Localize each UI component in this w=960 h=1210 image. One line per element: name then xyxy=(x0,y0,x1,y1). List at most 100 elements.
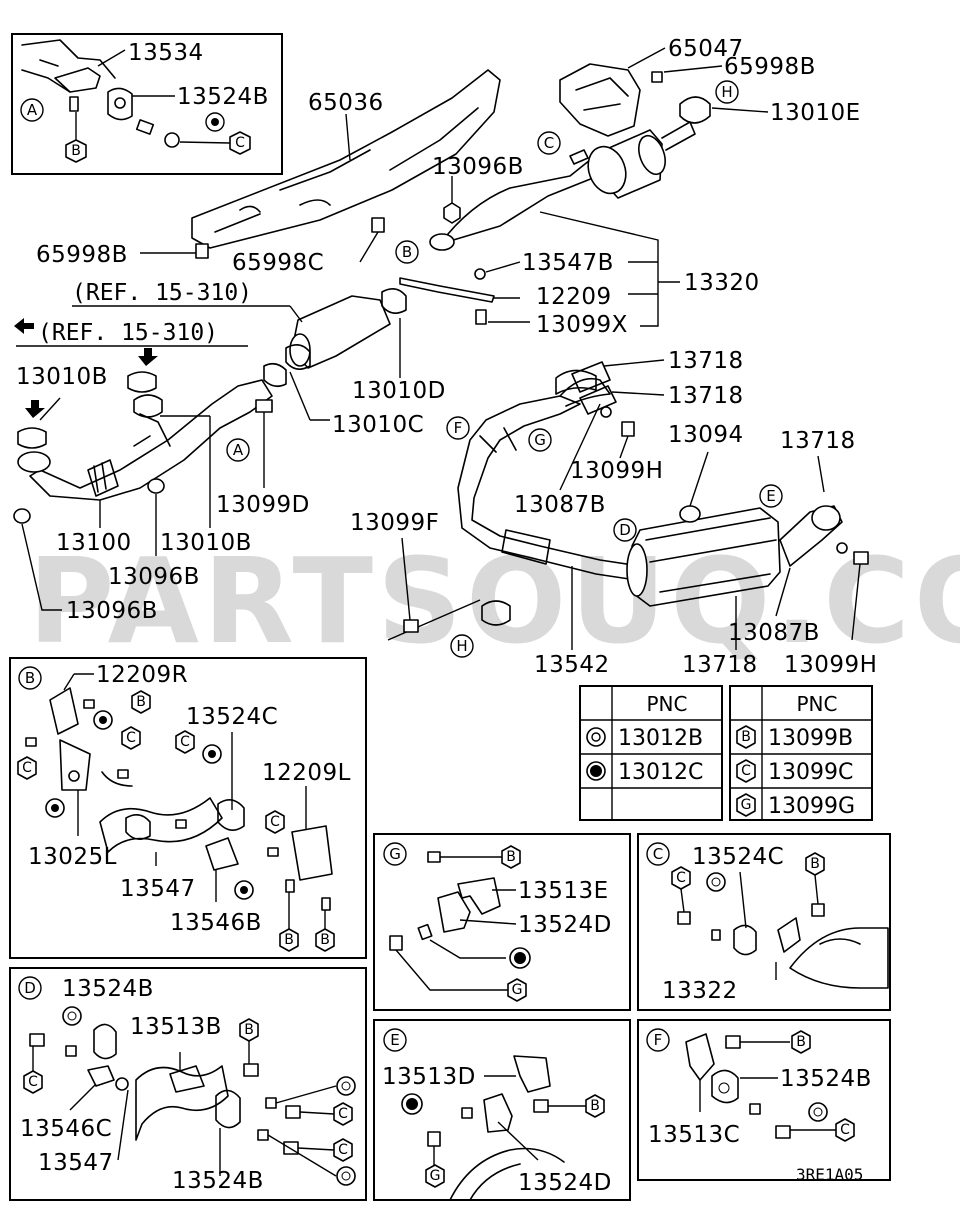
label-13322: 13322 xyxy=(662,978,738,1004)
detail-d-panel: D 13524B C 13546C B 13513B C C xyxy=(9,967,367,1201)
label-13718-b: 13718 xyxy=(668,383,744,409)
svg-text:B: B xyxy=(402,243,412,261)
pnc-13099g: 13099G xyxy=(768,794,855,819)
label-13513b: 13513B xyxy=(130,1014,222,1040)
label-65998b-left: 65998B xyxy=(36,242,128,268)
pnc-13012c: 13012C xyxy=(618,760,703,785)
label-13010b-bot: 13010B xyxy=(160,530,252,556)
label-13099h-b: 13099H xyxy=(784,652,877,678)
label-13534: 13534 xyxy=(128,40,204,66)
frame-rail-sketch xyxy=(21,39,116,93)
label-13010e: 13010E xyxy=(770,100,861,126)
pnc-13099c: 13099C xyxy=(768,760,853,785)
label-13513e: 13513E xyxy=(518,878,609,904)
label-13010b-top: 13010B xyxy=(16,364,108,390)
svg-text:C: C xyxy=(741,763,751,779)
ref-15-310-a: (REF. 15-310) xyxy=(72,280,252,306)
detail-e-panel: E 13513D B G 13524D xyxy=(373,1019,631,1201)
label-65047: 65047 xyxy=(668,36,744,62)
svg-text:B: B xyxy=(25,669,35,687)
label-13096b-bot: 13096B xyxy=(66,598,158,624)
label-13718-a: 13718 xyxy=(668,348,744,374)
svg-text:B: B xyxy=(320,932,330,948)
label-12209: 12209 xyxy=(536,284,612,310)
label-12209l: 12209L xyxy=(262,760,351,786)
svg-text:B: B xyxy=(741,729,751,745)
label-65036: 65036 xyxy=(308,90,384,116)
svg-text:C: C xyxy=(28,1074,38,1090)
label-13087b-b: 13087B xyxy=(728,620,820,646)
label-13546b: 13546B xyxy=(170,910,262,936)
label-13094: 13094 xyxy=(668,422,744,448)
svg-text:A: A xyxy=(27,101,38,119)
svg-text:B: B xyxy=(590,1098,600,1114)
label-13547-b: 13547 xyxy=(120,876,196,902)
double-ring-icon xyxy=(586,727,606,747)
label-13524b-d2: 13524B xyxy=(172,1168,264,1194)
label-13096b-mid: 13096B xyxy=(108,564,200,590)
svg-text:D: D xyxy=(24,979,36,997)
ref-15-310-b: (REF. 15-310) xyxy=(38,320,218,346)
pnc-header-left: PNC xyxy=(647,692,688,716)
svg-text:H: H xyxy=(721,83,732,101)
svg-text:A: A xyxy=(233,441,244,459)
detail-c-panel: C C B 13524C 13322 xyxy=(637,833,891,1011)
svg-text:G: G xyxy=(741,797,752,813)
svg-text:H: H xyxy=(456,637,467,655)
label-13513d: 13513D xyxy=(382,1064,476,1090)
label-12209r: 12209R xyxy=(96,662,188,688)
heat-shield-65047: 65047 65998B xyxy=(559,36,816,137)
label-13524c-c: 13524C xyxy=(692,844,784,870)
svg-text:C: C xyxy=(544,134,554,152)
svg-text:E: E xyxy=(766,487,775,505)
label-65998b-top: 65998B xyxy=(724,54,816,80)
label-13524b-f: 13524B xyxy=(780,1066,872,1092)
svg-text:B: B xyxy=(284,932,294,948)
svg-text:D: D xyxy=(619,521,631,539)
label-13010d: 13010D xyxy=(352,378,446,404)
pnc-header-right: PNC xyxy=(797,692,838,716)
label-13546c: 13546C xyxy=(20,1116,112,1142)
label-13718-c: 13718 xyxy=(780,428,856,454)
label-13542: 13542 xyxy=(534,652,610,678)
callout-a-detail: A xyxy=(20,98,44,122)
svg-text:G: G xyxy=(534,431,546,449)
label-13099f: 13099F xyxy=(350,510,439,536)
label-13320: 13320 xyxy=(684,270,760,296)
svg-text:B: B xyxy=(71,143,81,159)
bolts-65998: 65998B 65998C xyxy=(36,217,385,276)
svg-text:B: B xyxy=(506,849,516,865)
pnc-13012b: 13012B xyxy=(618,726,703,751)
svg-text:C: C xyxy=(22,760,32,776)
label-13100: 13100 xyxy=(56,530,132,556)
hanger-bracket-13534 xyxy=(54,67,101,93)
label-13513c: 13513C xyxy=(648,1122,740,1148)
label-13524b-a: 13524B xyxy=(177,84,269,110)
pnc-13099b: 13099B xyxy=(768,726,853,751)
svg-text:B: B xyxy=(136,694,146,710)
filled-ring-icon xyxy=(586,761,606,781)
svg-text:C: C xyxy=(338,1106,348,1122)
svg-text:C: C xyxy=(338,1142,348,1158)
detail-b-panel: B B C C C C B B xyxy=(9,657,367,959)
label-13524b-d1: 13524B xyxy=(62,976,154,1002)
svg-text:C: C xyxy=(270,814,280,830)
label-13547b: 13547B xyxy=(522,250,614,276)
label-13010c: 13010C xyxy=(332,412,424,438)
main-muffler-13087b: F G D E 13094 13718 13718 13099H 13087B … xyxy=(350,348,877,678)
svg-text:G: G xyxy=(389,845,401,863)
svg-text:G: G xyxy=(430,1168,441,1184)
svg-text:C: C xyxy=(676,870,686,886)
detail-g-panel: G B 13513E 13524D G xyxy=(373,833,631,1011)
svg-text:G: G xyxy=(512,982,523,998)
detail-a-panel: A B C 13534 13524B xyxy=(11,33,283,175)
label-13099d: 13099D xyxy=(216,492,310,518)
front-exhaust-13100: 13010D 13010C A 13099D 13010B 13100 1301… xyxy=(13,280,446,624)
label-13524c-b: 13524C xyxy=(186,704,278,730)
label-13547-d: 13547 xyxy=(38,1150,114,1176)
svg-text:B: B xyxy=(796,1034,806,1050)
label-65998c: 65998C xyxy=(232,250,324,276)
svg-text:F: F xyxy=(654,1031,663,1049)
label-13087b-a: 13087B xyxy=(514,492,606,518)
